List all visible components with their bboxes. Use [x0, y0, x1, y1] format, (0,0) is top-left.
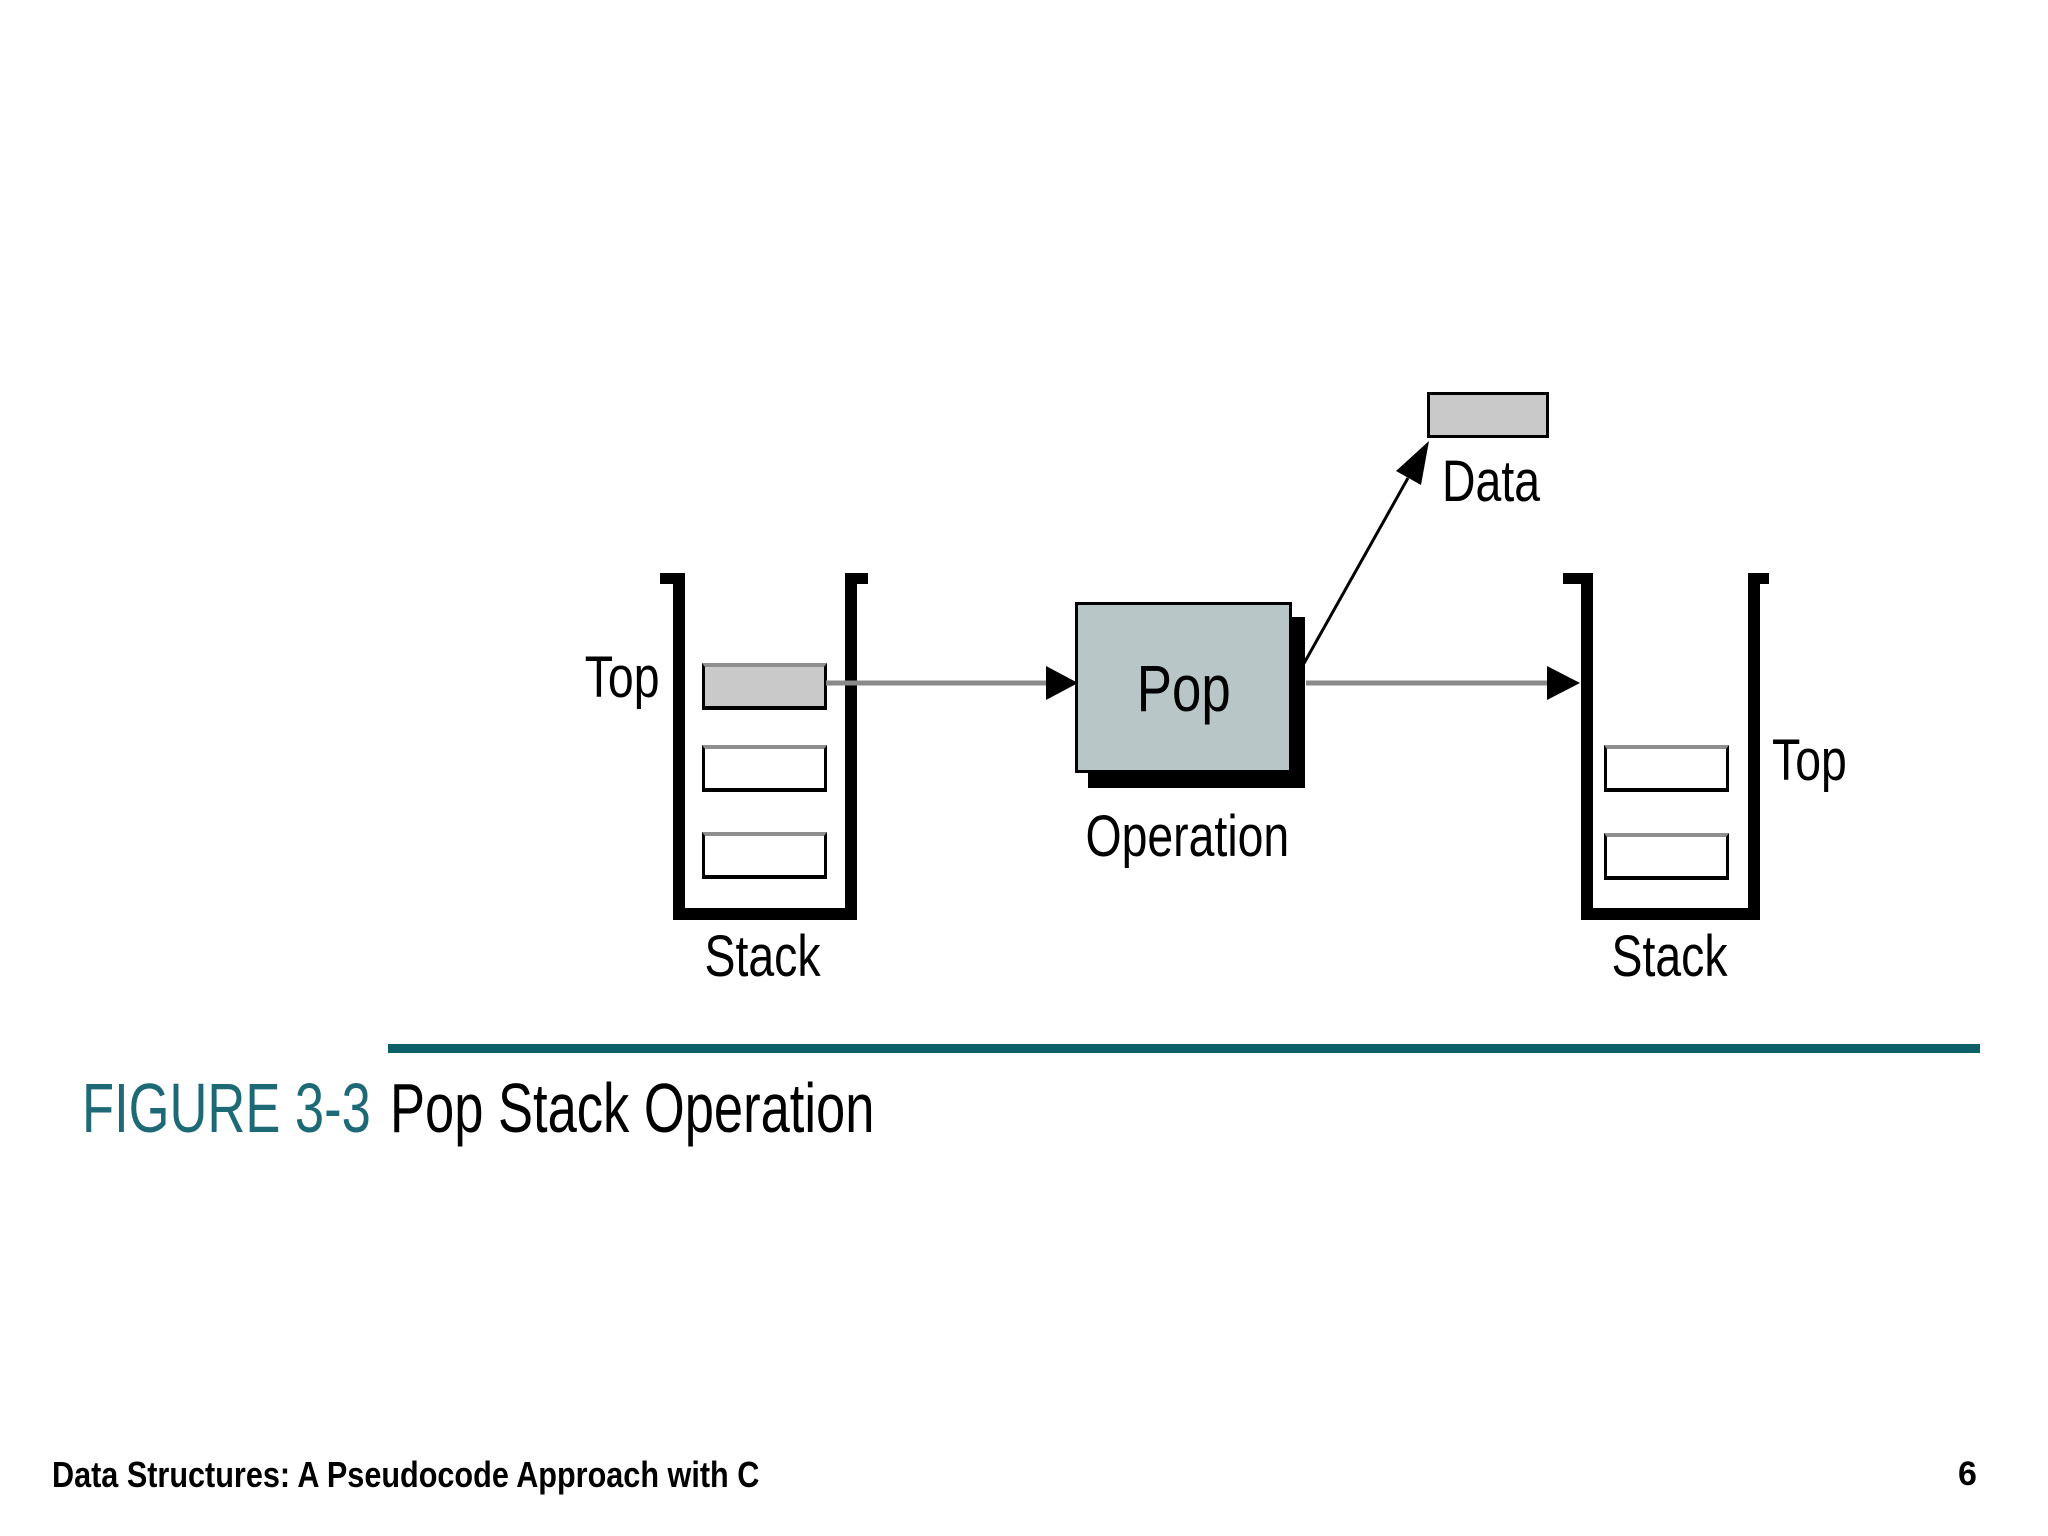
- right-stack-cell-bottom: [1604, 833, 1729, 880]
- arrowhead-into-pop: [1046, 666, 1078, 700]
- right-stack-top-label: Top: [1772, 728, 1847, 793]
- data-box: [1427, 392, 1549, 438]
- right-stack-left-wall: [1581, 573, 1593, 920]
- right-stack-right-wall: [1748, 573, 1760, 920]
- left-stack-label: Stack: [704, 924, 822, 989]
- arrowhead-into-right-stack: [1547, 666, 1580, 700]
- footer-page-number: 6: [1958, 1455, 1977, 1493]
- operation-caption: Operation: [1085, 804, 1290, 869]
- arrow-left-stack-to-pop: [826, 666, 1078, 700]
- left-stack-left-wall: [673, 573, 685, 920]
- arrow-pop-to-data: [1296, 441, 1429, 675]
- right-stack-bottom: [1581, 908, 1760, 920]
- left-stack-bottom: [673, 908, 857, 920]
- left-stack-left-wall-lip: [660, 573, 685, 584]
- pop-box-label: Pop: [1136, 650, 1231, 725]
- left-stack-right-wall: [845, 573, 857, 920]
- pop-operation-box: Pop: [1075, 602, 1292, 773]
- right-stack-label: Stack: [1611, 924, 1729, 989]
- left-stack-top-label: Top: [585, 645, 660, 710]
- left-stack-cell-middle: [702, 745, 827, 792]
- arrowhead-into-data: [1396, 441, 1429, 485]
- left-stack-cell-top: [702, 663, 827, 710]
- figure-number: FIGURE 3-3: [82, 1069, 371, 1147]
- data-label: Data: [1442, 449, 1541, 514]
- right-stack-cell-top: [1604, 745, 1729, 792]
- footer-book-title: Data Structures: A Pseudocode Approach w…: [52, 1454, 760, 1495]
- right-stack-left-wall-lip: [1563, 573, 1593, 584]
- arrow-pop-to-right-stack: [1306, 666, 1580, 700]
- figure-title: Pop Stack Operation: [390, 1069, 875, 1147]
- left-stack-cell-bottom: [702, 832, 827, 879]
- caption-divider-rule: [388, 1044, 1980, 1053]
